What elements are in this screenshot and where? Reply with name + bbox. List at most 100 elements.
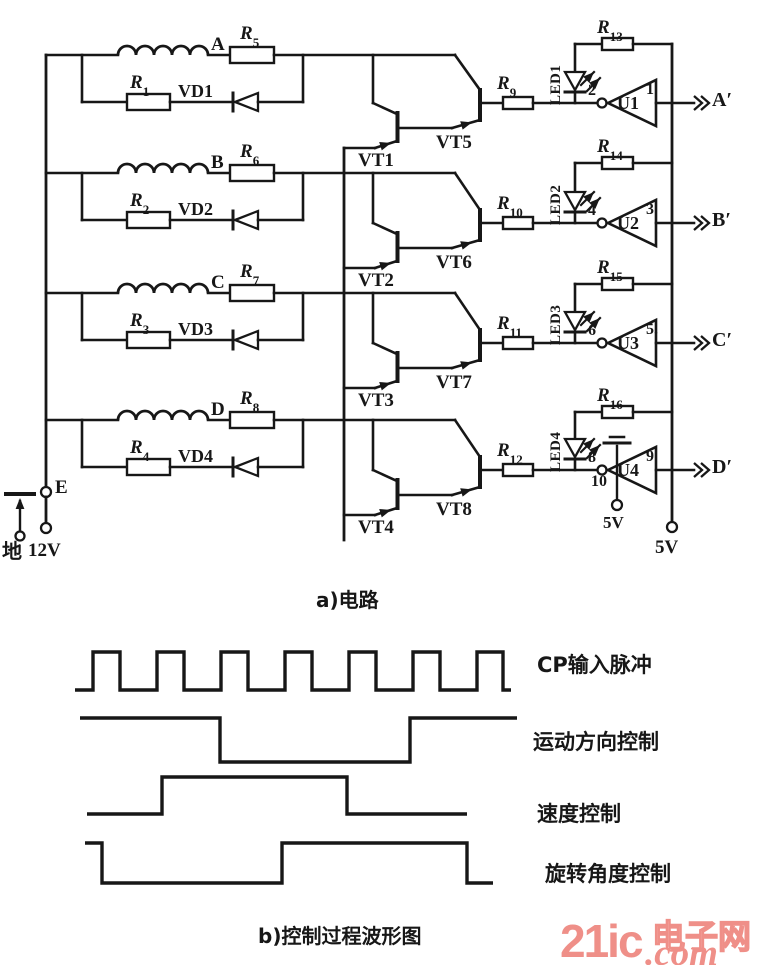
terminal-12v — [39, 521, 53, 535]
diode-label: VD2 — [178, 199, 213, 219]
output-chevron — [693, 215, 704, 231]
resistor-symbol: R — [130, 310, 143, 331]
resistor-symbol: R — [130, 72, 143, 93]
transistor-label: VT1 — [358, 150, 394, 171]
winding-label: D — [211, 399, 225, 420]
ground-label: 地 — [2, 539, 22, 563]
pin-number: 9 — [646, 448, 654, 465]
pin-number: 1 — [646, 81, 654, 98]
light-ray-arrowhead — [583, 312, 594, 323]
resistor-symbol: R — [597, 385, 610, 406]
inductor-coil — [116, 409, 210, 421]
output-chevron — [700, 335, 711, 351]
pin-number: 5. — [646, 321, 658, 338]
pullup-resistor-label: R14 — [597, 136, 623, 163]
output-label: D′ — [712, 456, 733, 478]
e-terminal-label: E — [55, 477, 68, 498]
emitter-arrowhead — [460, 241, 472, 250]
resistor-index: 7 — [252, 273, 260, 289]
diode-label: VD1 — [178, 81, 213, 101]
wire — [453, 291, 482, 332]
series-resistor-body — [228, 283, 276, 303]
pin-number: 3 — [646, 201, 654, 218]
resistor-index: 3 — [142, 322, 150, 338]
loop-resistor-label: R2 — [130, 190, 149, 217]
resistor-symbol: R — [497, 73, 510, 94]
inductor-coil — [116, 162, 210, 174]
winding-label: A — [211, 34, 225, 55]
waveform-1 — [80, 716, 517, 764]
inverter-label: U4 — [617, 460, 639, 480]
light-ray-arrowhead — [589, 198, 600, 209]
led-triangle — [563, 190, 587, 213]
watermark-site-name: 电子网 — [651, 916, 751, 956]
pin-number: 2 — [588, 82, 596, 99]
pullup-resistor-label: R13 — [597, 17, 623, 45]
winding-label: C — [211, 272, 225, 293]
resistor-index: 4 — [142, 449, 150, 465]
output-chevron — [693, 95, 704, 111]
diode-triangle — [231, 456, 260, 478]
led-triangle — [563, 310, 587, 333]
output-label: B′ — [712, 209, 731, 231]
pullup-resistor-label: R15 — [597, 257, 623, 285]
resistor-index: 5 — [252, 35, 260, 51]
emitter-arrowhead — [460, 121, 472, 130]
light-ray-arrowhead — [583, 192, 594, 203]
base-resistor-label: R10 — [497, 193, 523, 220]
output-chevron — [693, 462, 704, 478]
transistor-label: VT8 — [436, 499, 472, 520]
waveform-label-1: 运动方向控制 — [533, 730, 659, 754]
resistor-index: 6 — [252, 153, 260, 169]
watermark-dot-com: .com — [645, 933, 718, 965]
wire — [371, 101, 399, 116]
base-resistor-label: R9 — [497, 73, 517, 101]
resistor-index: 16 — [609, 397, 623, 413]
resistor-index: 1 — [142, 84, 150, 100]
resistor-index: 15 — [609, 269, 623, 285]
resistor-symbol: R — [597, 257, 610, 278]
emitter-arrowhead — [379, 262, 391, 271]
led-label: LED4 — [548, 431, 564, 472]
wire — [371, 221, 399, 236]
waveform-label-3: 旋转角度控制 — [545, 862, 671, 886]
wire — [371, 468, 399, 483]
light-ray-arrowhead — [589, 318, 600, 329]
light-ray-arrowhead — [589, 445, 600, 456]
inductor-coil — [116, 44, 210, 56]
caption-circuit: a)电路 — [316, 588, 379, 612]
series-resistor-label: R6 — [240, 141, 260, 169]
resistor-symbol: R — [497, 193, 510, 214]
series-resistor-label: R8 — [240, 388, 259, 415]
wire — [453, 171, 482, 212]
loop-resistor-label: R4 — [130, 437, 150, 465]
resistor-index: 9 — [509, 85, 517, 101]
terminal-E — [39, 485, 53, 499]
diode-label: VD4 — [178, 446, 213, 466]
resistor-symbol: R — [240, 141, 253, 162]
resistor-symbol: R — [240, 23, 253, 44]
5v-label: 5V — [655, 537, 679, 558]
resistor-index: 13 — [609, 29, 623, 45]
emitter-arrowhead — [460, 488, 472, 497]
base-resistor-label: R12 — [497, 440, 523, 467]
led-label: LED2 — [548, 184, 564, 225]
wire — [453, 53, 482, 92]
series-resistor-body — [228, 45, 276, 65]
output-label: C′ — [712, 329, 733, 351]
emitter-arrowhead — [379, 509, 391, 518]
diode-triangle — [231, 209, 260, 231]
output-chevron — [700, 95, 711, 111]
waveform-2 — [87, 775, 467, 816]
waveform-0 — [75, 650, 511, 692]
caption-waveforms: b)控制过程波形图 — [258, 924, 422, 948]
pin-number: 8 — [588, 449, 596, 466]
base-resistor-body — [501, 95, 535, 111]
resistor-symbol: R — [597, 17, 610, 38]
led-triangle — [563, 437, 587, 460]
pullup-resistor-label: R16 — [597, 385, 623, 413]
led-label: LED1 — [548, 64, 564, 105]
series-resistor-label: R5 — [240, 23, 260, 51]
led-label: LED3 — [548, 304, 564, 345]
earth-arrowhead — [15, 498, 25, 509]
